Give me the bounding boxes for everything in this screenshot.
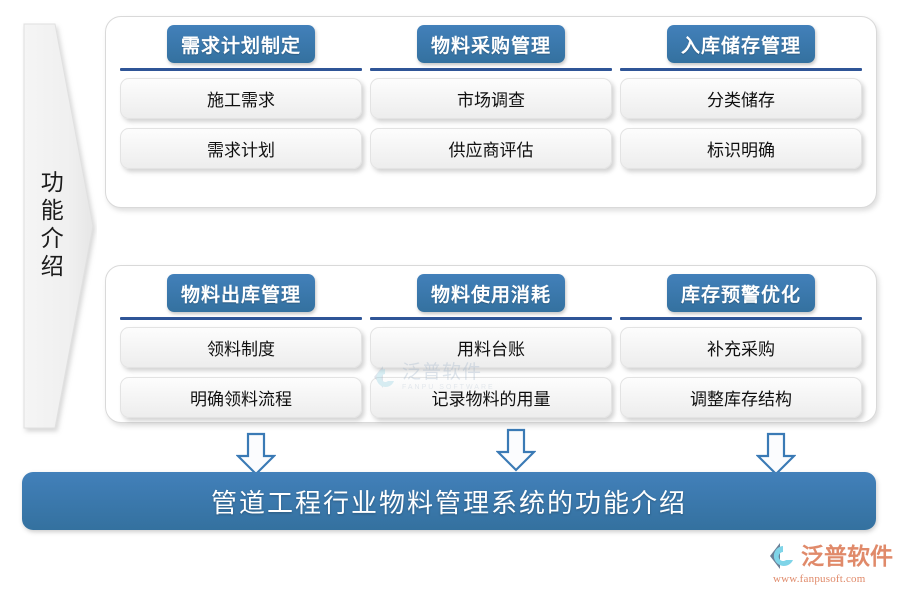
column-header-chip[interactable]: 入库储存管理 xyxy=(666,25,815,63)
logo-row: 泛普软件 xyxy=(768,542,893,570)
logo-company-name: 泛普软件 xyxy=(801,543,893,569)
sub-item-list: 领料制度 明确领料流程 xyxy=(120,327,362,418)
sub-item[interactable]: 供应商评估 xyxy=(370,128,612,169)
fanpu-corner-logo: 泛普软件 www.fanpusoft.com xyxy=(768,542,893,588)
column-outbound-management: 物料出库管理 领料制度 明确领料流程 xyxy=(120,266,362,422)
fanpu-logo-icon xyxy=(770,543,793,569)
sub-item[interactable]: 市场调查 xyxy=(370,78,612,119)
left-chevron-label: 功能介绍 xyxy=(37,170,63,282)
left-chevron-label-wrap: 功能介绍 xyxy=(21,14,77,438)
column-header-chip[interactable]: 物料使用消耗 xyxy=(416,274,565,312)
header-divider xyxy=(620,68,862,71)
sub-item[interactable]: 用料台账 xyxy=(370,327,612,368)
sub-item-list: 施工需求 需求计划 xyxy=(120,78,362,169)
down-arrow-left xyxy=(236,432,276,476)
column-material-consumption: 物料使用消耗 用料台账 记录物料的用量 xyxy=(370,266,612,422)
header-divider xyxy=(370,68,612,71)
down-arrow-right xyxy=(756,432,796,476)
header-divider xyxy=(620,317,862,320)
arrow-down-icon xyxy=(756,432,796,476)
arrow-down-icon xyxy=(496,428,536,472)
group-panel-upper: 需求计划制定 施工需求 需求计划 物料采购管理 市场调查 供应商评估 入库储存管… xyxy=(105,16,877,208)
column-header-chip[interactable]: 物料采购管理 xyxy=(416,25,565,63)
column-container: 需求计划制定 施工需求 需求计划 物料采购管理 市场调查 供应商评估 入库储存管… xyxy=(106,17,876,207)
logo-website-url: www.fanpusoft.com xyxy=(773,573,866,585)
arrow-down-icon xyxy=(236,432,276,476)
down-arrow-center xyxy=(496,428,536,472)
sub-item-list: 用料台账 记录物料的用量 xyxy=(370,327,612,418)
sub-item[interactable]: 补充采购 xyxy=(620,327,862,368)
sub-item[interactable]: 施工需求 xyxy=(120,78,362,119)
column-material-procurement: 物料采购管理 市场调查 供应商评估 xyxy=(370,17,612,207)
sub-item[interactable]: 领料制度 xyxy=(120,327,362,368)
column-inbound-storage: 入库储存管理 分类储存 标识明确 xyxy=(620,17,862,207)
bottom-banner-title: 管道工程行业物料管理系统的功能介绍 xyxy=(210,488,687,518)
column-header-chip[interactable]: 库存预警优化 xyxy=(666,274,815,312)
header-divider xyxy=(370,317,612,320)
sub-item[interactable]: 分类储存 xyxy=(620,78,862,119)
header-divider xyxy=(120,68,362,71)
chevron-shape-icon xyxy=(23,23,94,429)
column-container: 物料出库管理 领料制度 明确领料流程 物料使用消耗 用料台账 记录物料的用量 库… xyxy=(106,266,876,422)
sub-item[interactable]: 调整库存结构 xyxy=(620,377,862,418)
column-demand-planning: 需求计划制定 施工需求 需求计划 xyxy=(120,17,362,207)
sub-item[interactable]: 明确领料流程 xyxy=(120,377,362,418)
bottom-summary-banner: 管道工程行业物料管理系统的功能介绍 xyxy=(22,472,876,530)
group-panel-lower: 物料出库管理 领料制度 明确领料流程 物料使用消耗 用料台账 记录物料的用量 库… xyxy=(105,265,877,423)
left-chevron-banner: 功能介绍 xyxy=(21,14,97,438)
sub-item[interactable]: 标识明确 xyxy=(620,128,862,169)
sub-item-list: 市场调查 供应商评估 xyxy=(370,78,612,169)
sub-item[interactable]: 记录物料的用量 xyxy=(370,377,612,418)
column-header-chip[interactable]: 物料出库管理 xyxy=(166,274,315,312)
sub-item[interactable]: 需求计划 xyxy=(120,128,362,169)
sub-item-list: 分类储存 标识明确 xyxy=(620,78,862,169)
header-divider xyxy=(120,317,362,320)
column-header-chip[interactable]: 需求计划制定 xyxy=(166,25,315,63)
column-inventory-alert-optimization: 库存预警优化 补充采购 调整库存结构 xyxy=(620,266,862,422)
sub-item-list: 补充采购 调整库存结构 xyxy=(620,327,862,418)
